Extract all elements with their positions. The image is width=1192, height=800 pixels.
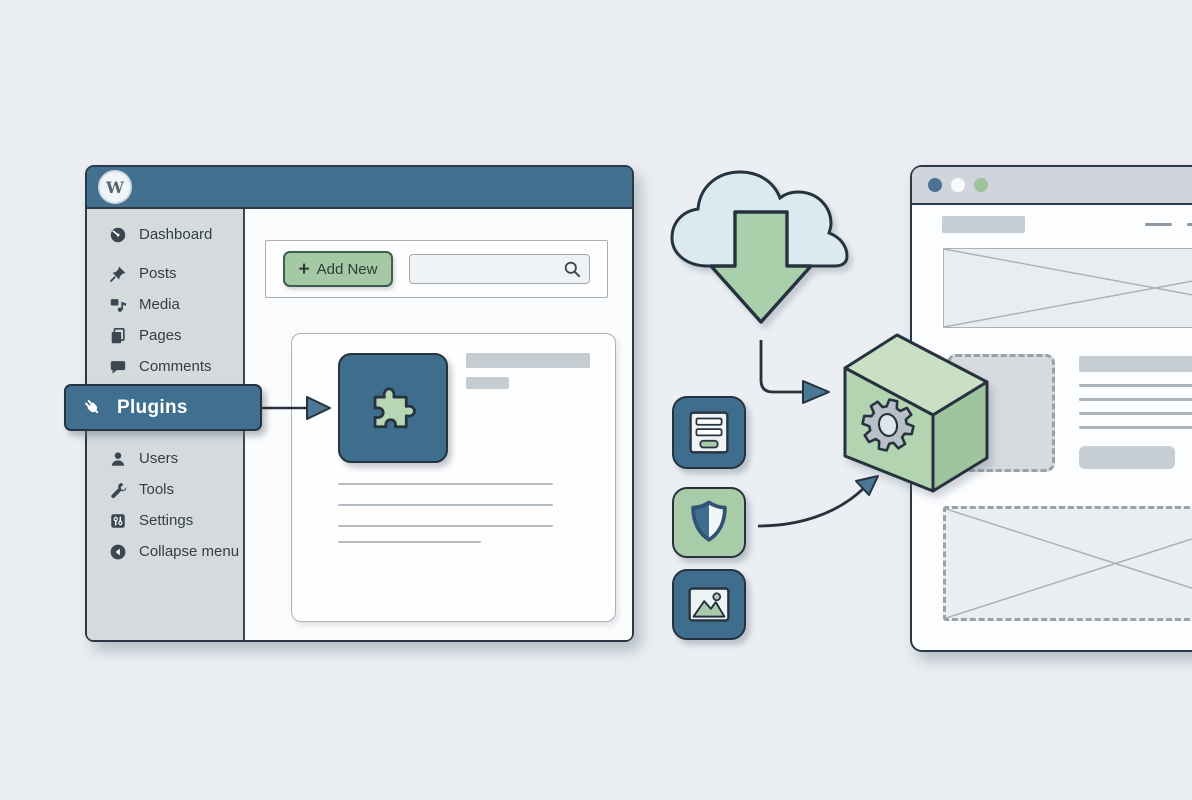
- plugins-toolbar: + Add New: [265, 240, 608, 298]
- plugin-package: [843, 333, 989, 493]
- text-line-placeholder: [338, 525, 553, 527]
- comment-bubble-icon: [110, 360, 126, 374]
- magnifier-icon: [564, 261, 581, 278]
- window-control-dot-green[interactable]: [974, 178, 988, 192]
- connector-cloud-to-package: [759, 340, 830, 404]
- pages-icon: [111, 327, 125, 343]
- text-line-placeholder: [1079, 412, 1192, 415]
- sidebar-item-dashboard[interactable]: Dashboard: [87, 219, 243, 250]
- form-plugin-icon: [672, 396, 746, 469]
- plugin-title-placeholder: [466, 353, 590, 368]
- image-icon: [688, 586, 730, 622]
- window-control-dot-white[interactable]: [951, 178, 965, 192]
- sidebar-item-users[interactable]: Users: [87, 443, 243, 474]
- heading-placeholder: [1079, 356, 1192, 372]
- sidebar-item-label: Posts: [139, 265, 177, 282]
- dashboard-icon: [110, 227, 126, 242]
- down-arrow-icon: [709, 210, 813, 324]
- text-line-placeholder: [338, 504, 553, 506]
- sidebar-item-comments[interactable]: Comments: [87, 351, 243, 382]
- plugin-icon-square: [338, 353, 448, 463]
- cloud-download-icon: [670, 170, 849, 324]
- sidebar-item-label: Dashboard: [139, 226, 213, 243]
- puzzle-piece-icon: [373, 387, 416, 429]
- nav-link-placeholder: [1145, 223, 1172, 226]
- search-input[interactable]: [410, 255, 589, 283]
- browser-topbar: [912, 167, 1192, 205]
- sidebar-item-label: Pages: [139, 327, 182, 344]
- sidebar-item-label: Collapse menu: [139, 543, 240, 560]
- wrench-icon: [111, 482, 127, 498]
- text-line-placeholder: [1079, 384, 1192, 387]
- sliders-icon: [111, 513, 125, 528]
- sidebar-item-label: Media: [139, 296, 180, 313]
- site-logo-placeholder: [942, 216, 1025, 233]
- sidebar-item-label: Plugins: [117, 396, 188, 418]
- wordpress-logo-icon: W: [98, 170, 132, 204]
- sidebar-item-tools[interactable]: Tools: [87, 474, 243, 505]
- text-line-placeholder: [1079, 426, 1192, 429]
- plug-icon: [85, 400, 99, 414]
- media-icon: [110, 298, 127, 312]
- sidebar-item-posts[interactable]: Posts: [87, 258, 243, 289]
- window-control-dot-blue[interactable]: [928, 178, 942, 192]
- form-icon: [689, 411, 729, 453]
- gallery-plugin-icon: [672, 569, 746, 640]
- add-new-button[interactable]: + Add New: [283, 251, 393, 287]
- connector-shield-to-package: [757, 475, 879, 528]
- user-icon: [111, 451, 125, 466]
- plugin-card[interactable]: [291, 333, 616, 622]
- website-browser-window: [910, 165, 1192, 652]
- nav-link-placeholder: [1187, 223, 1192, 226]
- text-line-placeholder: [1079, 398, 1192, 401]
- hero-image-placeholder: [943, 248, 1192, 328]
- sidebar-item-settings[interactable]: Settings: [87, 505, 243, 536]
- sidebar-item-label: Settings: [139, 512, 194, 529]
- search-box: [409, 254, 590, 284]
- sidebar-item-pages[interactable]: Pages: [87, 320, 243, 351]
- arrow-plugins-to-card: [262, 396, 331, 420]
- sidebar-item-media[interactable]: Media: [87, 289, 243, 320]
- sidebar-item-label: Comments: [139, 358, 212, 375]
- sidebar-item-collapse-menu[interactable]: Collapse menu: [87, 536, 243, 567]
- text-line-placeholder: [338, 541, 481, 543]
- add-new-label: Add New: [316, 260, 378, 278]
- content-image-placeholder: [943, 506, 1192, 621]
- sidebar-item-label: Users: [139, 450, 179, 467]
- plugin-subtitle-placeholder: [466, 377, 509, 389]
- pushpin-icon: [110, 266, 126, 282]
- shield-icon: [691, 500, 727, 542]
- text-line-placeholder: [338, 483, 553, 485]
- button-placeholder[interactable]: [1079, 446, 1175, 469]
- security-plugin-icon: [672, 487, 746, 558]
- plus-icon: +: [298, 258, 310, 280]
- admin-topbar: W: [87, 167, 632, 209]
- sidebar-item-label: Tools: [139, 481, 175, 498]
- gear-icon: [861, 398, 915, 452]
- sidebar-item-plugins-active[interactable]: Plugins: [64, 384, 262, 431]
- collapse-arrow-icon: [110, 544, 126, 559]
